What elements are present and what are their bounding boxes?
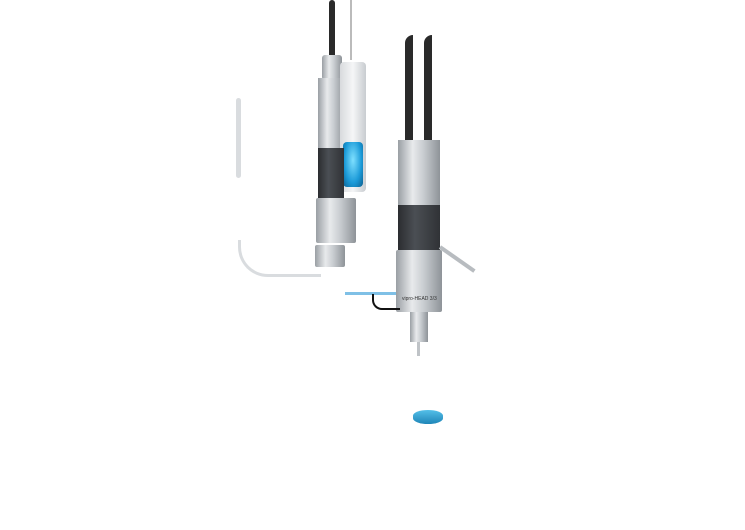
- syringe-fluid: [343, 142, 363, 187]
- nozzle-body: [410, 312, 428, 342]
- right-cable-1: [405, 35, 413, 145]
- left-cable-1: [329, 0, 335, 60]
- right-body-lower: [396, 250, 442, 312]
- left-connector: [322, 55, 342, 80]
- black-wires: [372, 294, 400, 310]
- left-body-dark: [318, 148, 344, 198]
- left-body-lower: [316, 198, 356, 243]
- right-arm: [438, 245, 476, 273]
- right-body-upper: [398, 140, 440, 205]
- right-body-dark: [398, 205, 440, 250]
- left-cable-2: [350, 0, 352, 60]
- left-valve: [315, 245, 345, 267]
- blue-part: [413, 410, 443, 424]
- right-cable-2: [424, 35, 432, 145]
- left-body-upper: [318, 78, 344, 148]
- left-hose: [238, 240, 321, 277]
- nozzle-tip: [417, 342, 420, 356]
- product-label: vipro-HEAD 3/3: [402, 296, 437, 302]
- left-hose-top: [236, 98, 241, 178]
